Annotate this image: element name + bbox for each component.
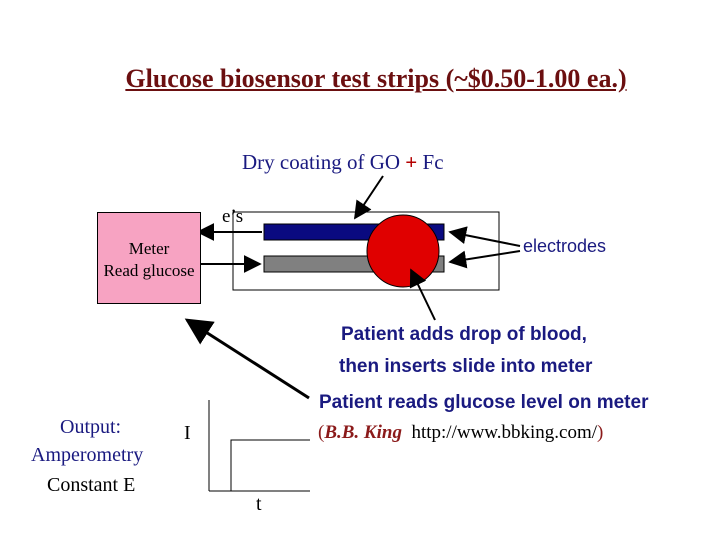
blood-caption-line2: then inserts slide into meter [339, 356, 593, 377]
bbking-link[interactable]: http://www.bbking.com/ [411, 422, 598, 443]
page-title: Glucose biosensor test strips (~$0.50-1.… [125, 64, 627, 93]
current-trace [230, 439, 310, 491]
electrodes-arrow-top [448, 226, 521, 247]
electrodes-label: electrodes [523, 236, 607, 256]
meter-label: Meter [128, 239, 170, 258]
blood-drop [366, 214, 440, 288]
meter-box: Meter Read glucose [97, 212, 201, 304]
coating-plus: + [405, 150, 418, 174]
reads-arrow [184, 318, 310, 400]
reads-caption-line2: (B.B. King http://www.bbking.com/) [318, 422, 603, 444]
graph-x-label: t [256, 493, 262, 515]
coating-text: Dry coating of GO [242, 150, 406, 174]
output-label: Output: [60, 416, 122, 438]
bbking-name: B.B. King [324, 422, 402, 443]
output-condition: Constant E [47, 474, 136, 496]
coating-tail: Fc [417, 150, 444, 174]
coating-arrow [354, 175, 384, 220]
meter-action: Read glucose [103, 261, 195, 280]
paren-open: ( [318, 422, 325, 443]
graph-y-label: I [184, 422, 191, 444]
blood-caption-line1: Patient adds drop of blood, [341, 324, 587, 345]
reads-caption-line1: Patient reads glucose level on meter [319, 392, 649, 413]
blood-arrow [409, 268, 436, 321]
paren-close: ) [597, 422, 604, 443]
output-method: Amperometry [31, 444, 144, 466]
electron-label: e’s [222, 206, 244, 227]
coating-caption: Dry coating of GO + Fc [242, 150, 444, 175]
electrodes-arrow-bottom [448, 250, 521, 269]
